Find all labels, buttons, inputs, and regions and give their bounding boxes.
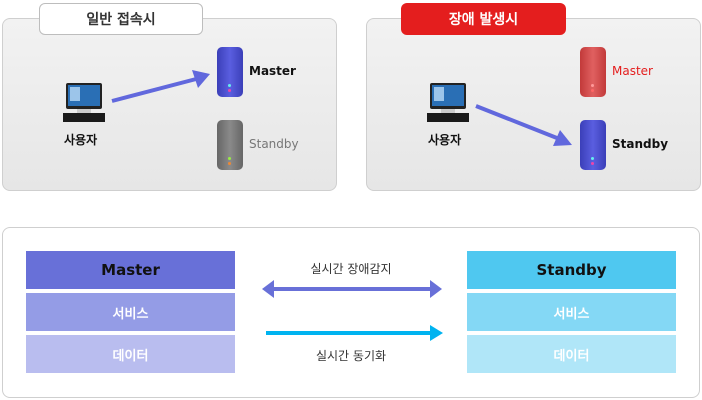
user-label: 사용자	[64, 133, 98, 147]
realtime-sync-label: 실시간 동기화	[315, 349, 387, 363]
standby-server-icon	[580, 120, 606, 170]
standby-label: Standby	[612, 137, 669, 151]
master-service: 서비스	[26, 293, 235, 331]
user-label: 사용자	[428, 133, 462, 147]
standby-label: Standby	[249, 137, 299, 151]
standby-server-icon	[217, 120, 243, 170]
failure-panel	[366, 18, 701, 191]
master-header: Master	[26, 251, 235, 289]
master-server-icon	[217, 47, 243, 97]
standby-service: 서비스	[467, 293, 676, 331]
master-label: Master	[249, 64, 296, 78]
master-data: 데이터	[26, 335, 235, 373]
standby-data: 데이터	[467, 335, 676, 373]
normal-access-panel	[2, 18, 337, 191]
failed-master-server-icon	[580, 47, 606, 97]
realtime-detect-label: 실시간 장애감지	[310, 262, 392, 276]
failure-tab: 장애 발생시	[401, 3, 566, 35]
computer-icon	[63, 83, 105, 122]
failover-arrow	[475, 104, 572, 146]
standby-header: Standby	[467, 251, 676, 289]
computer-icon	[427, 83, 469, 122]
master-label: Master	[612, 64, 653, 78]
connection-arrow	[111, 70, 210, 103]
normal-access-tab: 일반 접속시	[39, 3, 203, 35]
